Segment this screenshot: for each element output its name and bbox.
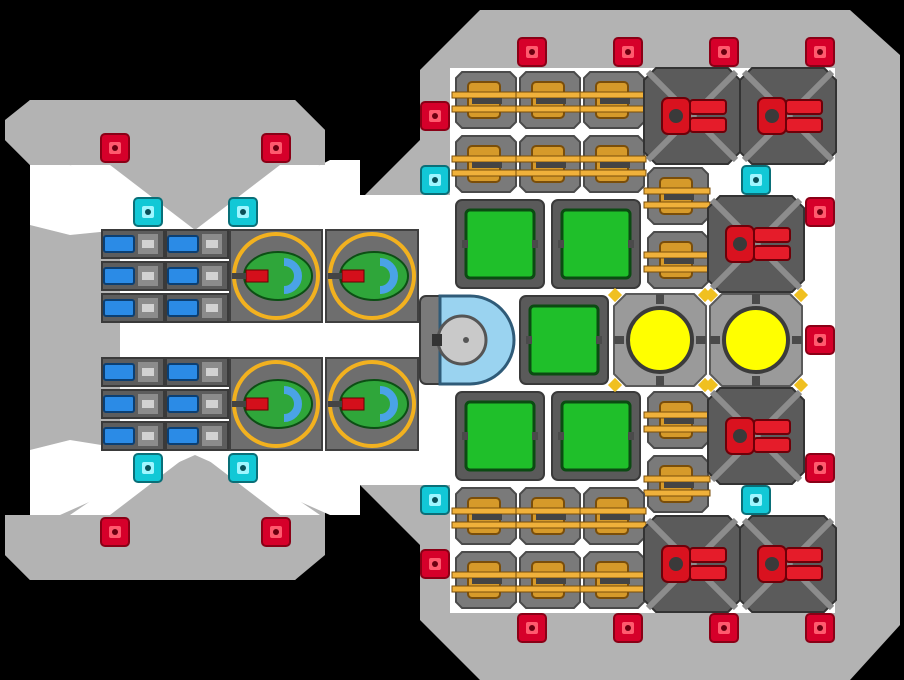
red-connector-icon	[100, 517, 130, 547]
red-connector-icon	[805, 197, 835, 227]
red-connector-icon	[100, 133, 130, 163]
red-connector-icon	[805, 453, 835, 483]
red-connector-icon	[420, 101, 450, 131]
red-connector-icon	[709, 613, 739, 643]
gun-icon	[579, 71, 647, 129]
red-connector-icon	[517, 613, 547, 643]
thruster-icon	[101, 389, 165, 419]
gun-icon	[579, 135, 647, 193]
thruster-icon	[165, 357, 229, 387]
cyan-connector-icon	[133, 197, 163, 227]
gun-icon	[579, 551, 647, 609]
cyan-connector-icon	[741, 165, 771, 195]
cyan-connector-icon	[420, 485, 450, 515]
turret-icon	[708, 196, 804, 292]
gun-icon	[643, 167, 711, 225]
cyan-connector-icon	[228, 453, 258, 483]
cyan-connector-icon	[741, 485, 771, 515]
generator-icon	[550, 390, 642, 482]
red-connector-icon	[420, 549, 450, 579]
cyan-connector-icon	[420, 165, 450, 195]
gun-icon	[515, 71, 583, 129]
thruster-icon	[101, 293, 165, 323]
red-connector-icon	[613, 613, 643, 643]
gun-icon	[451, 135, 519, 193]
gun-icon	[515, 135, 583, 193]
cyan-connector-icon	[133, 453, 163, 483]
thruster-icon	[101, 229, 165, 259]
gun-icon	[451, 551, 519, 609]
gun-icon	[643, 455, 711, 513]
turret-icon	[740, 516, 836, 612]
thruster-icon	[165, 229, 229, 259]
reactor-icon	[701, 285, 811, 395]
gun-icon	[451, 487, 519, 545]
pod-icon	[326, 358, 418, 450]
turret-icon	[644, 516, 740, 612]
generator-icon	[454, 198, 546, 290]
red-connector-icon	[709, 37, 739, 67]
gun-icon	[579, 487, 647, 545]
red-connector-icon	[517, 37, 547, 67]
cyan-connector-icon	[228, 197, 258, 227]
pod-icon	[326, 230, 418, 322]
wing-top	[5, 100, 325, 165]
thruster-icon	[165, 421, 229, 451]
thruster-icon	[165, 293, 229, 323]
turret-icon	[708, 388, 804, 484]
turret-icon	[740, 68, 836, 164]
thruster-icon	[165, 261, 229, 291]
gun-icon	[643, 391, 711, 449]
red-connector-icon	[261, 133, 291, 163]
thruster-icon	[101, 421, 165, 451]
pod-icon	[230, 230, 322, 322]
red-connector-icon	[613, 37, 643, 67]
red-connector-icon	[805, 37, 835, 67]
gun-icon	[515, 487, 583, 545]
thruster-icon	[101, 261, 165, 291]
red-connector-icon	[261, 517, 291, 547]
generator-icon	[454, 390, 546, 482]
pod-icon	[230, 358, 322, 450]
gun-icon	[451, 71, 519, 129]
wing-bottom	[5, 515, 325, 580]
red-connector-icon	[805, 613, 835, 643]
thruster-icon	[101, 357, 165, 387]
gun-icon	[515, 551, 583, 609]
turret-icon	[644, 68, 740, 164]
generator-icon	[518, 294, 610, 386]
red-connector-icon	[805, 325, 835, 355]
generator-icon	[550, 198, 642, 290]
thruster-icon	[165, 389, 229, 419]
cockpit	[419, 294, 516, 386]
reactor-icon	[605, 285, 715, 395]
gun-icon	[643, 231, 711, 289]
